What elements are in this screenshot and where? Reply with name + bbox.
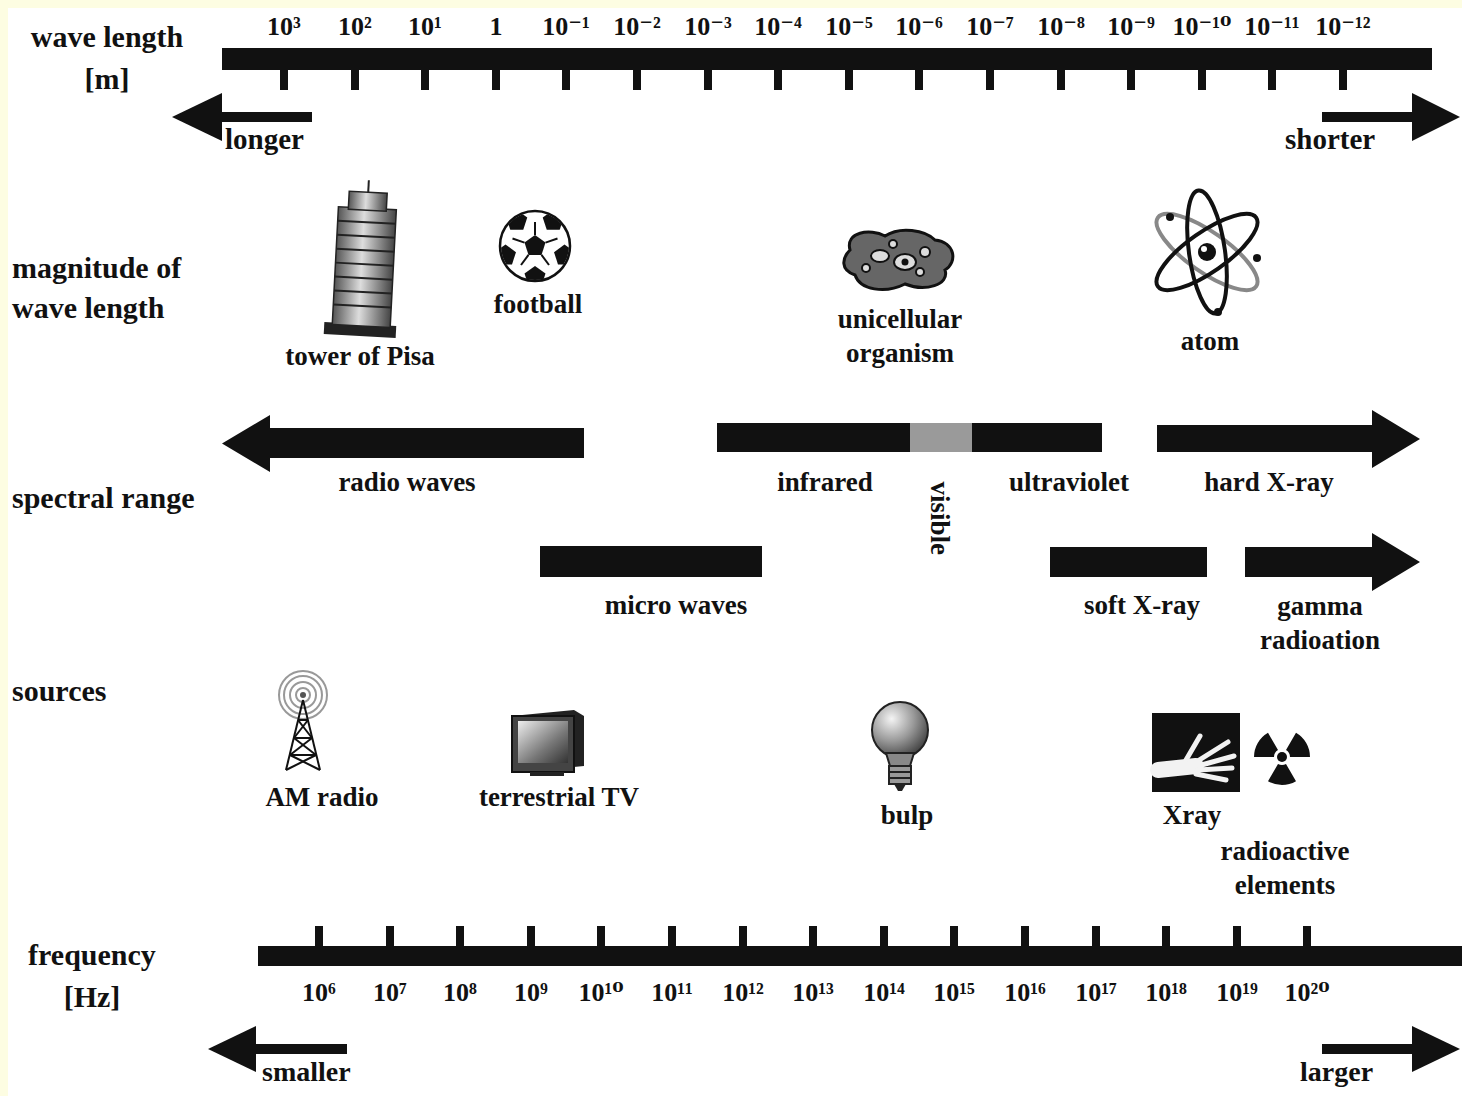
tick-label: 10⁻¹⁰ bbox=[1173, 10, 1232, 44]
xray-icon bbox=[1152, 713, 1240, 792]
tick-label: 10⁻⁴ bbox=[754, 10, 802, 44]
axis-title: frequency [Hz] bbox=[12, 934, 172, 1018]
spectral-band: visible bbox=[910, 423, 972, 452]
band-arrow bbox=[1157, 410, 1420, 468]
tick-label: 10⁻⁷ bbox=[966, 10, 1014, 44]
direction-label: shorter bbox=[1285, 122, 1375, 156]
wavelength-axis bbox=[222, 48, 1432, 90]
direction-arrow bbox=[208, 1026, 1460, 1072]
spectral-band: soft X-ray bbox=[1050, 547, 1207, 577]
tick-label: 10² bbox=[338, 10, 372, 44]
atom-icon bbox=[1146, 188, 1267, 316]
tick-label: 10⁻⁵ bbox=[825, 10, 873, 44]
row-title: spectral range bbox=[12, 480, 194, 516]
direction-label: longer bbox=[225, 122, 304, 156]
icon-caption: atom bbox=[1181, 325, 1239, 357]
icon-caption: unicellular organism bbox=[810, 302, 990, 370]
icon-caption: terrestrial TV bbox=[479, 781, 639, 813]
tick-label: 10¹⁶ bbox=[1004, 976, 1046, 1010]
tick-label: 10¹² bbox=[722, 976, 764, 1010]
tower-icon bbox=[324, 178, 404, 338]
direction-label: smaller bbox=[262, 1056, 351, 1088]
tick-label: 10¹⁰ bbox=[578, 976, 623, 1010]
tick-label: 10⁻¹² bbox=[1315, 10, 1370, 44]
spectral-band: radio waves bbox=[222, 415, 584, 472]
radiation-icon bbox=[1254, 733, 1310, 785]
arrow-shape bbox=[222, 415, 584, 472]
bulb-icon bbox=[872, 702, 928, 791]
icon-caption: bulp bbox=[881, 799, 934, 831]
icon-caption: football bbox=[494, 288, 583, 320]
arrow-shape bbox=[1157, 410, 1420, 468]
band-arrow bbox=[222, 415, 584, 472]
band-label: hard X-ray bbox=[1204, 466, 1334, 498]
tick-label: 10¹⁸ bbox=[1145, 976, 1187, 1010]
row-title: magnitude of wave length bbox=[12, 248, 227, 328]
tick-label: 10⁻¹¹ bbox=[1244, 10, 1299, 44]
spectral-band: hard X-ray bbox=[1157, 410, 1420, 468]
spectral-band: infrared bbox=[717, 423, 910, 452]
tick-label: 10⁻² bbox=[613, 10, 661, 44]
tick-label: 10⁻⁶ bbox=[895, 10, 943, 44]
tick-label: 10¹¹ bbox=[651, 976, 693, 1010]
tick-label: 10⁻³ bbox=[684, 10, 732, 44]
football-icon bbox=[494, 208, 576, 286]
band-label: infrared bbox=[777, 466, 873, 498]
icon-caption: AM radio bbox=[265, 781, 378, 813]
band-label: ultraviolet bbox=[1009, 466, 1129, 498]
tick-label: 10⁻⁸ bbox=[1037, 10, 1085, 44]
spectral-band: gamma radioation bbox=[1245, 533, 1420, 591]
tick-label: 10²⁰ bbox=[1284, 976, 1329, 1010]
icon-caption: Xray bbox=[1163, 799, 1221, 831]
tick-label: 10¹⁷ bbox=[1075, 976, 1117, 1010]
tick-label: 10⁷ bbox=[373, 976, 407, 1010]
tick-label: 10¹⁴ bbox=[863, 976, 905, 1010]
tick-label: 10⁸ bbox=[443, 976, 477, 1010]
band-label: visible bbox=[924, 481, 956, 555]
band-label: gamma radioation bbox=[1240, 589, 1400, 657]
tick-label: 10⁶ bbox=[302, 976, 336, 1010]
direction-label: larger bbox=[1300, 1056, 1373, 1088]
radio-tower-icon bbox=[279, 671, 327, 770]
spectral-band: ultraviolet bbox=[972, 423, 1102, 452]
band-label: micro waves bbox=[605, 589, 748, 621]
arrow-shape bbox=[1245, 533, 1420, 591]
tick-label: 10¹ bbox=[408, 10, 442, 44]
direction-arrow bbox=[172, 93, 1460, 141]
organism-icon bbox=[844, 230, 953, 289]
axis-title: wave length [m] bbox=[12, 16, 202, 100]
tick-label: 10⁹ bbox=[514, 976, 548, 1010]
tick-label: 10¹⁹ bbox=[1216, 976, 1258, 1010]
tick-label: 10³ bbox=[267, 10, 301, 44]
band-label: soft X-ray bbox=[1084, 589, 1200, 621]
tv-icon bbox=[512, 710, 584, 776]
band-label: radio waves bbox=[338, 466, 475, 498]
icon-caption: radioactive elements bbox=[1185, 834, 1385, 902]
tick-label: 10⁻¹ bbox=[542, 10, 590, 44]
frequency-axis bbox=[258, 926, 1462, 966]
row-title: sources bbox=[12, 673, 106, 709]
tick-label: 10¹³ bbox=[792, 976, 834, 1010]
tick-label: 10¹⁵ bbox=[933, 976, 975, 1010]
spectral-band: micro waves bbox=[540, 546, 762, 577]
tick-label: 1 bbox=[490, 10, 503, 44]
band-arrow bbox=[1245, 533, 1420, 591]
tick-label: 10⁻⁹ bbox=[1107, 10, 1155, 44]
icon-caption: tower of Pisa bbox=[285, 340, 434, 372]
